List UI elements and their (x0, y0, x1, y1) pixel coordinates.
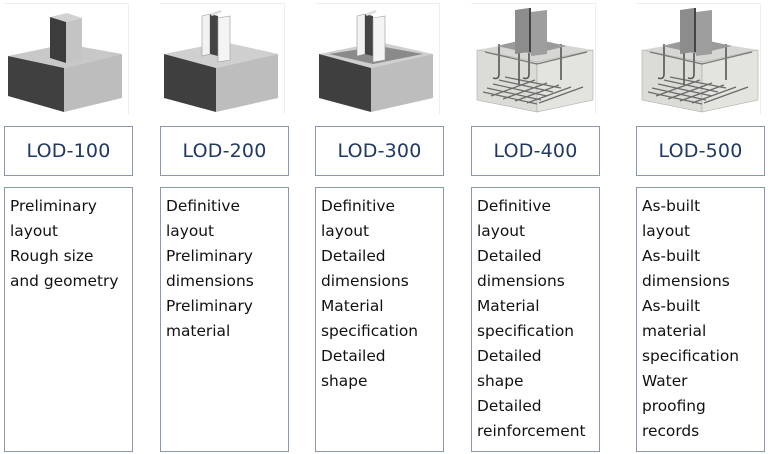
lod-label: LOD-200 (160, 126, 289, 176)
description-line: dimensions (477, 272, 565, 290)
lod-description: Definitive layout Detailed dimensions Ma… (315, 187, 444, 452)
lod-label: LOD-300 (315, 126, 444, 176)
lod-column-400: LOD-400 Definitive layout Detailed dimen… (471, 0, 602, 454)
footing-mass-block-icon (4, 3, 129, 114)
description-line: material (642, 322, 707, 340)
description-line: specification (477, 322, 575, 340)
description-line: layout (642, 222, 691, 240)
description-line: As-built (642, 197, 701, 215)
description-line: Detailed (321, 247, 386, 265)
description-line: specification (642, 347, 740, 365)
description-line: Detailed (477, 397, 542, 415)
footing-with-column-baseplate-icon (315, 3, 440, 114)
description-line: Material (321, 297, 384, 315)
description-line: layout (166, 222, 215, 240)
description-line: layout (321, 222, 370, 240)
description-line: dimensions (321, 272, 409, 290)
lod-label: LOD-400 (471, 126, 600, 176)
footing-with-reinforcement-icon (471, 3, 596, 114)
description-line: As-built (642, 247, 701, 265)
description-line: Rough size (10, 247, 94, 265)
lod-description: As-built layout As-built dimensions As-b… (636, 187, 765, 452)
lod-column-300: LOD-300 Definitive layout Detailed dimen… (315, 0, 446, 454)
description-line: Detailed (477, 347, 542, 365)
description-line: Detailed (477, 247, 542, 265)
lod-description: Definitive layout Preliminary dimensions… (160, 187, 289, 452)
description-line: dimensions (166, 272, 254, 290)
lod-label: LOD-500 (636, 126, 765, 176)
description-line: layout (477, 222, 526, 240)
lod-label: LOD-100 (4, 126, 133, 176)
lod-column-500: LOD-500 As-built layout As-built dimensi… (636, 0, 767, 454)
description-line: records (642, 422, 700, 440)
description-line: reinforcement (477, 422, 586, 440)
description-line: As-built (642, 297, 701, 315)
description-line: shape (321, 372, 368, 390)
lod-description: Preliminary layout Rough size and geomet… (4, 187, 133, 452)
description-line: proofing (642, 397, 706, 415)
description-line: layout (10, 222, 59, 240)
description-line: Detailed (321, 347, 386, 365)
lod-column-200: LOD-200 Definitive layout Preliminary di… (160, 0, 291, 454)
description-line: Definitive (477, 197, 551, 215)
description-line: dimensions (642, 272, 730, 290)
description-line: material (166, 322, 231, 340)
description-line: Water (642, 372, 688, 390)
description-line: Preliminary (166, 247, 253, 265)
footing-as-built-reinforcement-icon (636, 3, 761, 114)
description-line: shape (477, 372, 524, 390)
description-line: Definitive (321, 197, 395, 215)
description-line: specification (321, 322, 419, 340)
description-line: Preliminary (10, 197, 97, 215)
description-line: Preliminary (166, 297, 253, 315)
lod-description: Definitive layout Detailed dimensions Ma… (471, 187, 600, 452)
description-line: Definitive (166, 197, 240, 215)
lod-column-100: LOD-100 Preliminary layout Rough size an… (4, 0, 135, 454)
description-line: Material (477, 297, 540, 315)
footing-with-column-icon (160, 3, 285, 114)
description-line: and geometry (10, 272, 119, 290)
